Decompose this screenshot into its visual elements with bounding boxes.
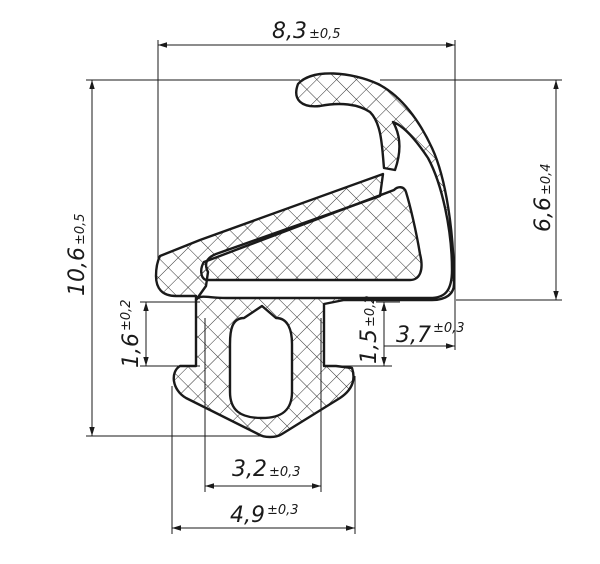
dimension-lines xyxy=(89,42,559,531)
dimension-labels: 8,3±0,5 10,6±0,5 6,6±0,4 1,6±0,2 1,5±0,2… xyxy=(65,19,556,528)
label-left-step: 1,6±0,2 xyxy=(119,299,144,368)
label-width-inner: 3,2±0,3 xyxy=(232,457,301,482)
label-width-base: 4,9±0,3 xyxy=(230,503,299,528)
profile-section xyxy=(154,72,456,439)
label-height-total: 10,6±0,5 xyxy=(65,213,90,296)
profile-left-arm xyxy=(154,172,385,302)
label-offset-right: 3,7±0,3 xyxy=(396,321,465,348)
label-right-step: 1,5±0,2 xyxy=(357,295,382,364)
label-width-top: 8,3±0,5 xyxy=(272,19,341,44)
label-height-right: 6,6±0,4 xyxy=(531,163,556,232)
extension-lines xyxy=(86,40,562,534)
